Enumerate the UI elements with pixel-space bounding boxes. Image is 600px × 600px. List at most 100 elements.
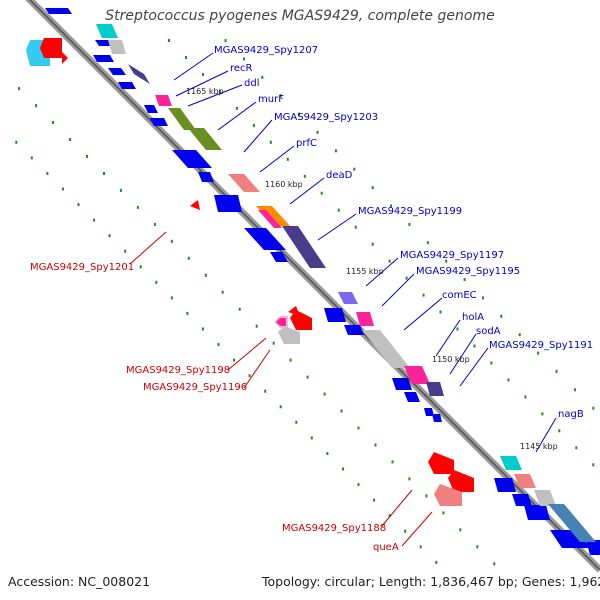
gc-dash xyxy=(354,225,357,229)
cog-block xyxy=(96,24,118,38)
gc-dash xyxy=(334,149,337,153)
gc-dash xyxy=(217,343,220,347)
gc-dash xyxy=(306,375,309,379)
cds-arrow xyxy=(404,392,420,402)
gc-dash xyxy=(573,388,576,392)
gc-dash xyxy=(310,436,313,440)
gc-dash xyxy=(35,104,38,108)
cds-arrow xyxy=(392,378,412,390)
cog-block xyxy=(404,366,430,384)
gc-dash xyxy=(473,344,476,348)
gc-dash xyxy=(371,242,374,246)
gc-dash xyxy=(340,409,343,413)
gc-dash xyxy=(136,205,139,209)
gc-dash xyxy=(269,140,272,144)
gc-dash xyxy=(168,39,170,42)
tick-label: 1150 kbp xyxy=(432,355,470,364)
gc-dash xyxy=(261,75,264,79)
gc-dash xyxy=(445,259,448,263)
tick-label: 1155 kbp xyxy=(346,267,384,276)
cds-arrow xyxy=(288,306,300,316)
gc-dash xyxy=(77,203,80,207)
cog-block xyxy=(168,108,196,130)
gc-dash xyxy=(52,121,54,124)
gc-dash xyxy=(298,112,301,116)
gc-dash xyxy=(326,452,329,455)
gc-dash xyxy=(357,483,360,487)
gc-dash xyxy=(238,307,241,311)
gc-dash xyxy=(374,443,377,447)
gene-label: MGAS9429_Spy1203 xyxy=(274,112,378,123)
gc-dash xyxy=(558,429,561,433)
gc-dash xyxy=(493,562,496,566)
gene-label: MGAS9429_Spy1201 xyxy=(30,262,134,273)
gc-skew-track xyxy=(15,39,595,566)
gc-dash xyxy=(391,460,394,464)
cog-block xyxy=(534,490,556,506)
gc-dash xyxy=(518,333,521,337)
gc-dash xyxy=(463,278,466,281)
gc-track-inner-a xyxy=(18,87,496,566)
gc-dash xyxy=(373,498,376,502)
gc-dash xyxy=(61,187,64,191)
gene-label: MGAS9429_Spy1197 xyxy=(400,250,504,261)
gc-dash xyxy=(187,256,190,260)
gc-dash xyxy=(235,106,238,110)
gc-dash xyxy=(371,186,374,190)
gc-dash xyxy=(456,327,459,331)
gc-dash xyxy=(139,265,142,269)
gc-dash xyxy=(124,249,127,253)
gc-dash xyxy=(69,138,71,141)
gc-dash xyxy=(405,276,408,280)
cds-arrow xyxy=(344,325,364,335)
cog-block xyxy=(258,210,282,228)
cds-arrow xyxy=(244,228,286,250)
cds-arrow xyxy=(512,494,532,506)
cog-block xyxy=(514,474,536,488)
gc-dash xyxy=(353,167,356,171)
cog-block xyxy=(228,174,260,192)
gc-dash xyxy=(357,426,360,430)
gc-dash xyxy=(459,528,462,532)
gc-dash xyxy=(103,171,105,175)
gc-dash xyxy=(425,494,428,498)
gc-dash xyxy=(592,463,595,467)
gc-dash xyxy=(555,369,558,373)
gc-dash xyxy=(439,310,442,314)
cds-arrow xyxy=(190,200,200,210)
cog-block xyxy=(338,292,358,304)
gene-label: prfC xyxy=(296,138,317,149)
gc-dash xyxy=(286,157,289,161)
cds-arrow xyxy=(276,318,286,326)
gc-dash xyxy=(388,259,391,263)
cds-arrow xyxy=(270,252,288,262)
gc-dash xyxy=(185,56,187,59)
tick-label: 1160 kbp xyxy=(265,180,303,189)
gc-dash xyxy=(476,545,479,549)
gc-dash xyxy=(93,218,96,222)
gc-dash xyxy=(524,395,527,399)
gc-dash xyxy=(482,296,484,300)
gene-label: MGAS9429_Spy1207 xyxy=(214,45,318,56)
cds-arrow xyxy=(278,326,300,344)
backbone xyxy=(25,0,600,573)
gc-dash xyxy=(186,312,189,315)
gc-dash xyxy=(204,273,207,277)
cds-arrow xyxy=(586,540,600,555)
gc-dash xyxy=(388,514,391,518)
reverse-gene-labels: MGAS9429_Spy1201 MGAS9429_Spy1198 MGAS94… xyxy=(30,262,399,553)
gc-dash xyxy=(541,412,544,416)
gene-label: recR xyxy=(230,63,253,74)
gc-dash xyxy=(224,39,227,42)
cds-arrow xyxy=(324,308,346,322)
cds-arrow xyxy=(108,68,126,75)
gc-dash xyxy=(303,174,306,178)
gc-dash xyxy=(342,467,344,471)
cog-block xyxy=(426,382,444,396)
accession-text: Accession: NC_008021 xyxy=(8,574,151,589)
reverse-cds-track xyxy=(26,38,474,506)
gene-label: ddl xyxy=(244,78,259,89)
gc-dash xyxy=(507,378,510,382)
gc-dash xyxy=(323,392,326,396)
